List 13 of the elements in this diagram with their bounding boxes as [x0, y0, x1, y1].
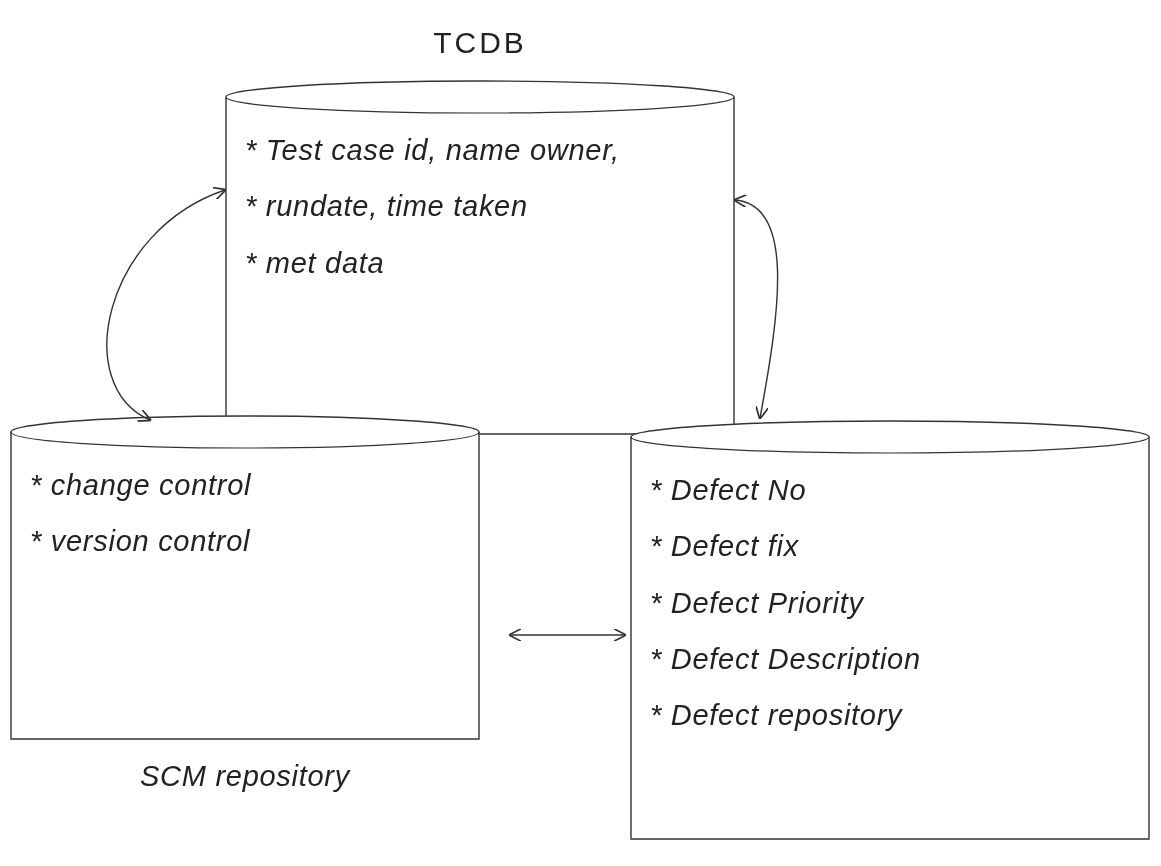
double-arrow	[507, 627, 628, 643]
list-item: * Defect Description	[650, 641, 922, 677]
list-item: * Defect No	[650, 473, 808, 508]
list-item: * Defect fix	[650, 529, 800, 565]
list-item: * version control	[30, 524, 252, 560]
list-item: * Test case id, name owner,	[245, 133, 621, 168]
list-item: * change control	[30, 468, 253, 503]
cylinder-caption: SCM repository	[139, 759, 352, 794]
list-item: * met data	[245, 245, 386, 281]
cylinder-title: TCDB	[433, 25, 527, 61]
list-item: * rundate, time taken	[245, 189, 529, 225]
list-item: * Defect repository	[650, 698, 904, 733]
list-item: * Defect Priority	[650, 585, 866, 621]
